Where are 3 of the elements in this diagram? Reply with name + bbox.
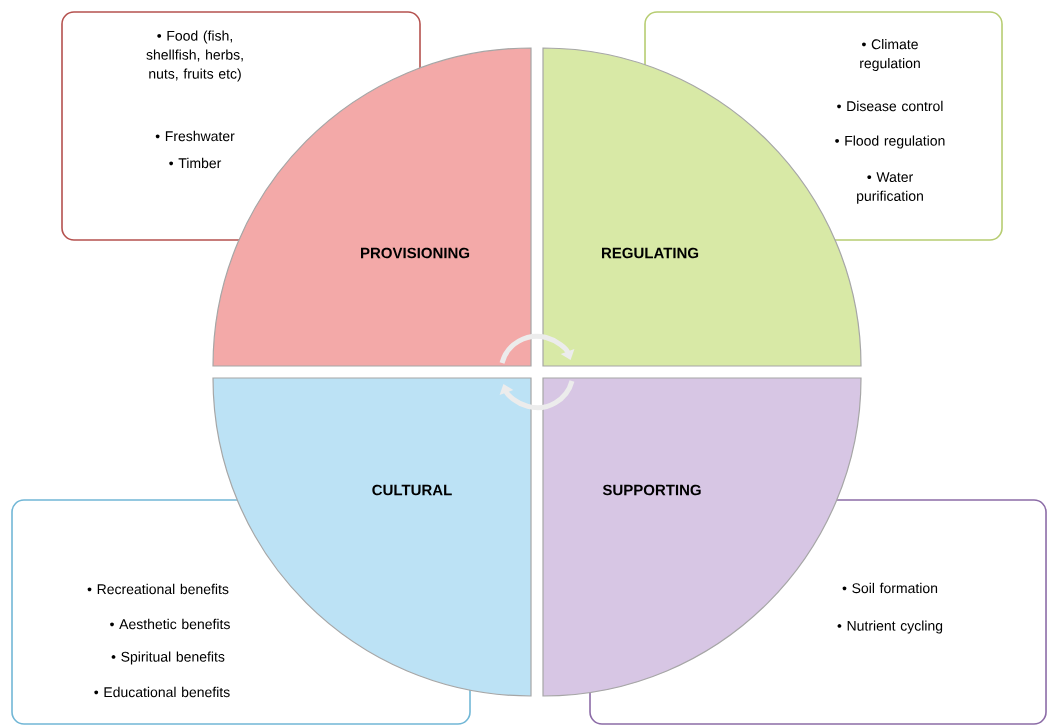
cycle-arrow xyxy=(499,333,575,364)
bullet-item: • Climate regulation xyxy=(860,38,920,71)
cycle-arrow xyxy=(499,380,575,411)
